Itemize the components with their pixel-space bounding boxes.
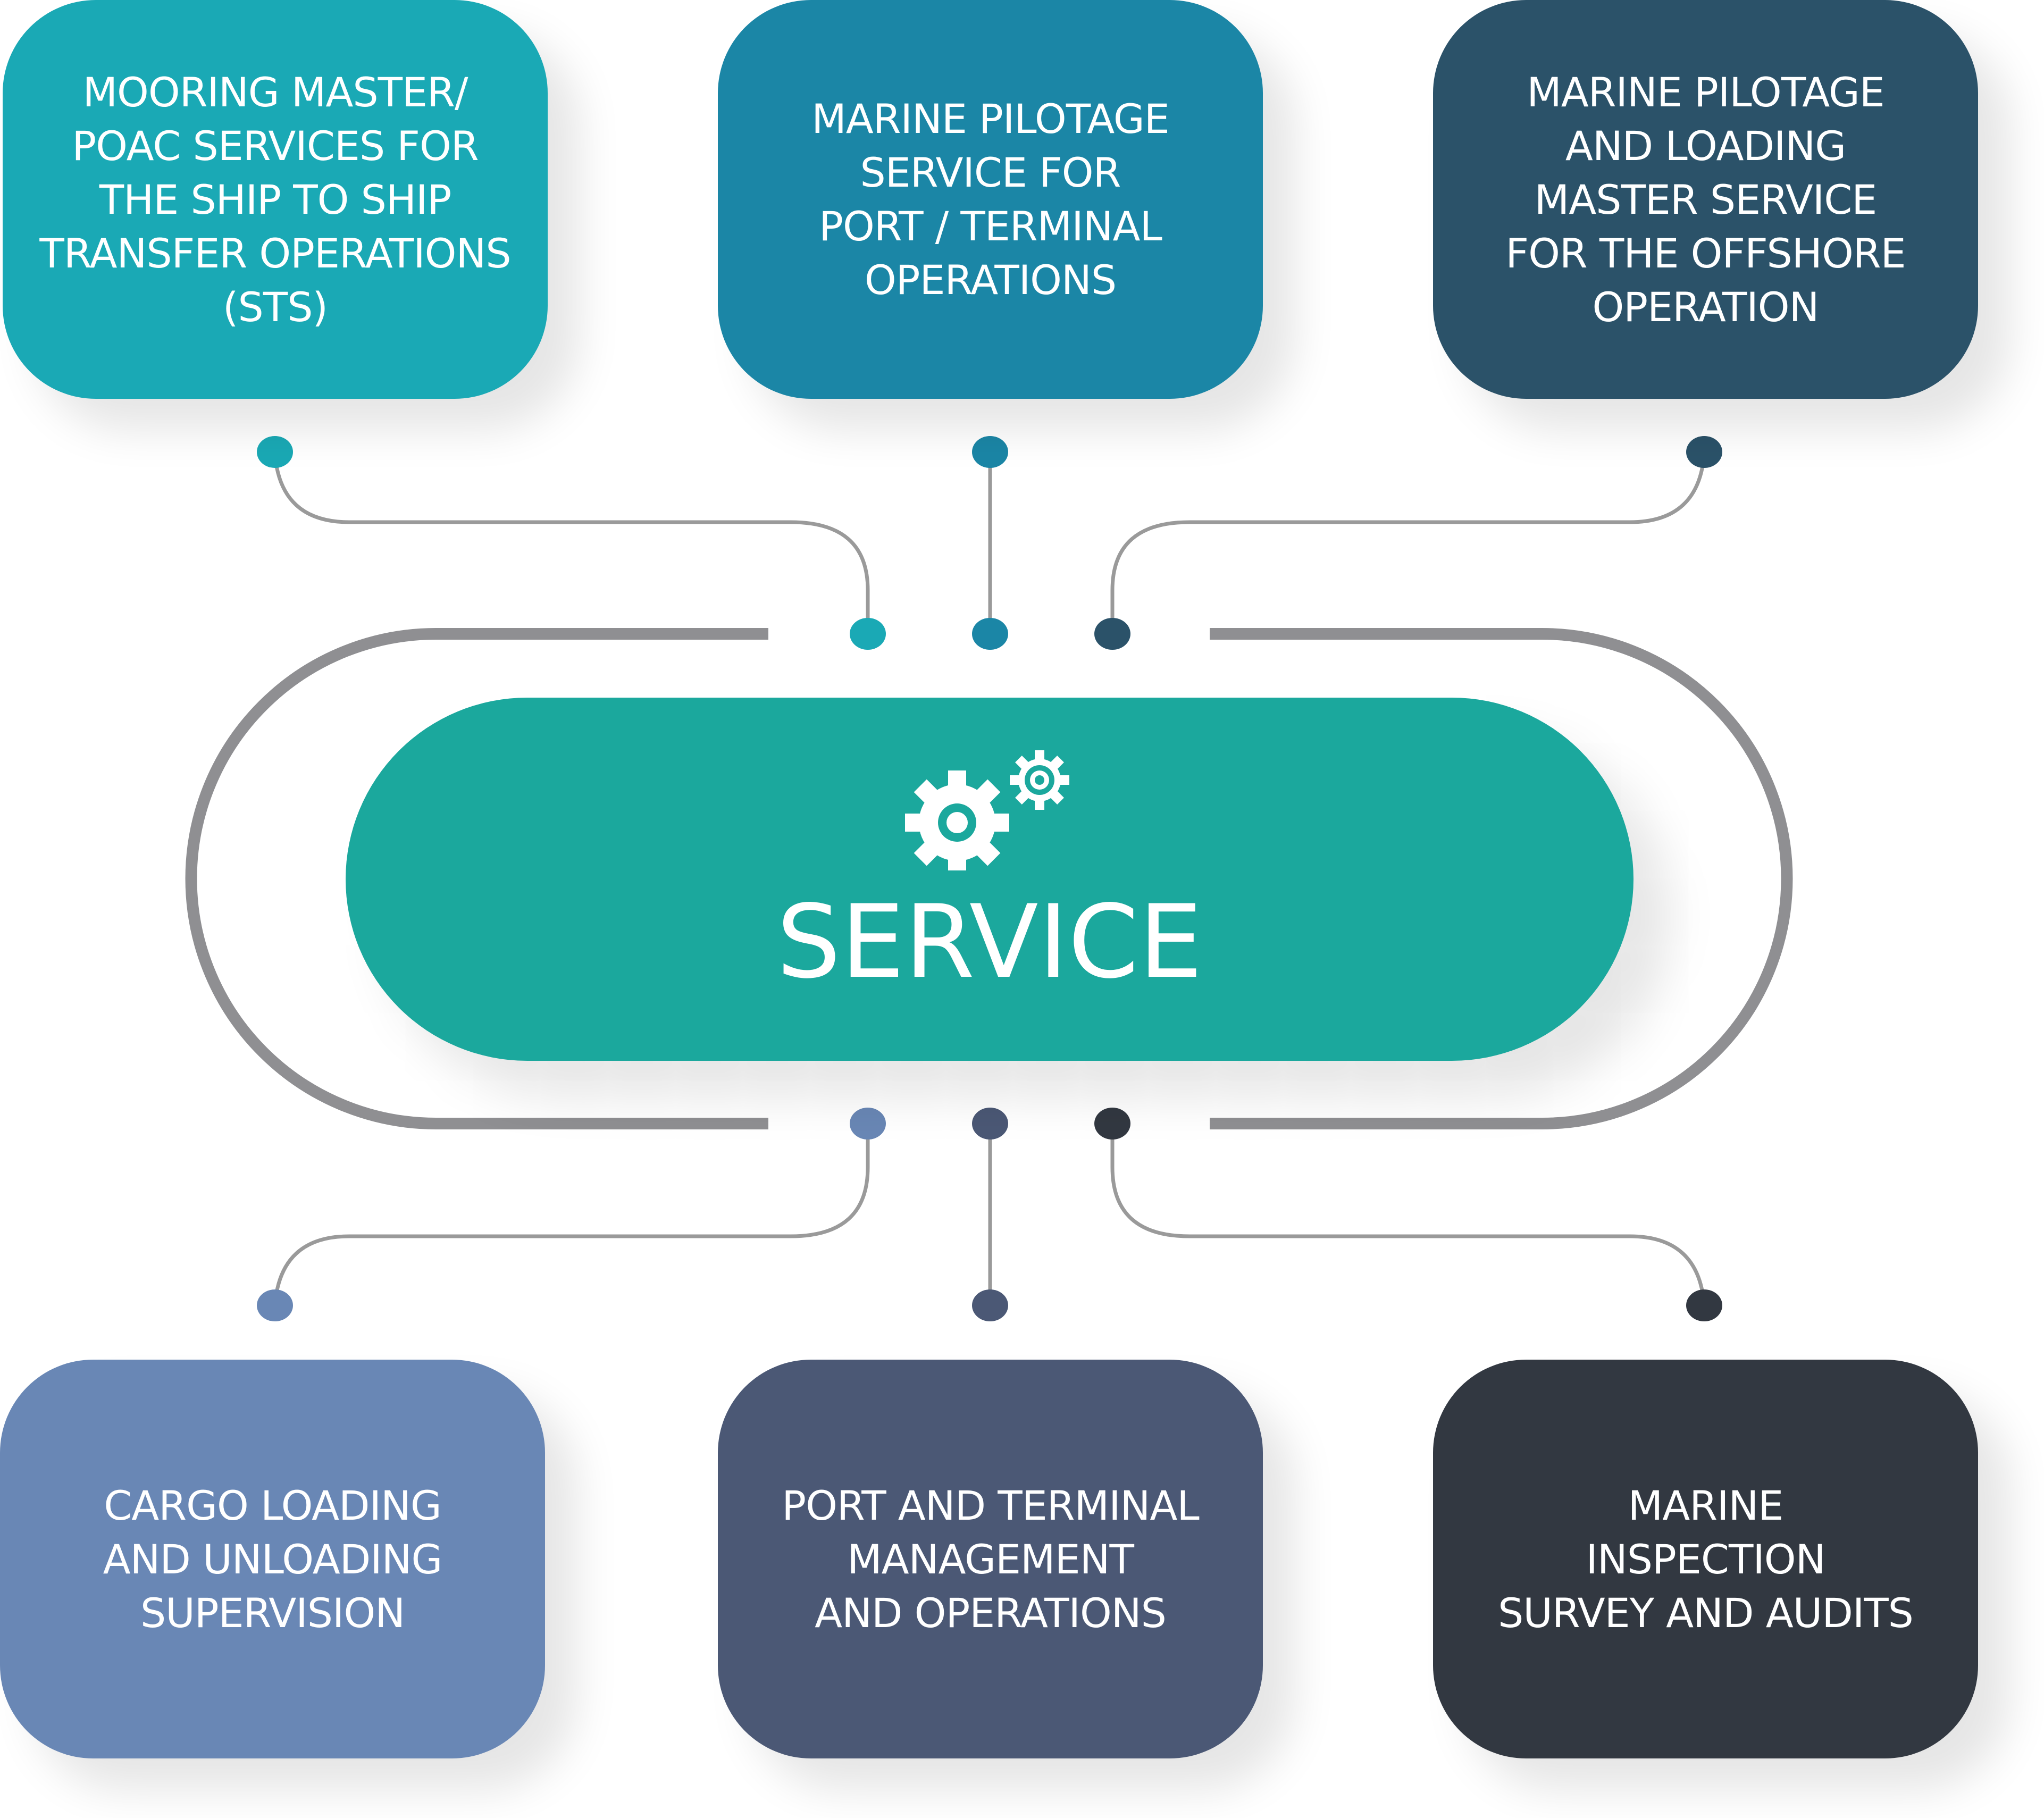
service-card-label: MARINE PILOTAGE AND LOADING MASTER SERVI…	[1505, 68, 1906, 331]
service-card-label: MARINE INSPECTION SURVEY AND AUDITS	[1498, 1481, 1914, 1637]
dot-card-3	[1686, 436, 1722, 468]
service-card-label: PORT AND TERMINAL MANAGEMENT AND OPERATI…	[782, 1481, 1199, 1637]
service-card-inspection: MARINE INSPECTION SURVEY AND AUDITS	[1433, 1360, 1978, 1758]
dot-loop-top-3	[1094, 618, 1130, 650]
service-card-label: MARINE PILOTAGE SERVICE FOR PORT / TERMI…	[811, 95, 1170, 304]
dot-loop-bottom-3	[1094, 1108, 1130, 1140]
dot-card-6	[1686, 1289, 1722, 1321]
dot-card-4	[257, 1289, 293, 1321]
connector-bottom-right	[1110, 1124, 1706, 1306]
service-card-label: MOORING MASTER/ POAC SERVICES FOR THE SH…	[39, 68, 511, 331]
service-card-sts: MOORING MASTER/ POAC SERVICES FOR THE SH…	[3, 0, 548, 399]
connector-top-left	[273, 453, 870, 634]
service-card-terminal-management: PORT AND TERMINAL MANAGEMENT AND OPERATI…	[718, 1360, 1263, 1758]
dot-loop-top-2	[972, 618, 1008, 650]
dot-loop-top-1	[850, 618, 886, 650]
dot-loop-bottom-2	[972, 1108, 1008, 1140]
service-card-pilotage-port: MARINE PILOTAGE SERVICE FOR PORT / TERMI…	[718, 0, 1263, 399]
outer-loop-left	[185, 628, 768, 1129]
gears-icon	[905, 750, 1069, 870]
outer-loop-right	[1210, 628, 1793, 1129]
dot-card-2	[972, 436, 1008, 468]
service-card-cargo: CARGO LOADING AND UNLOADING SUPERVISION	[0, 1360, 545, 1758]
connector-top-right	[1110, 453, 1706, 634]
service-hub: SERVICE	[346, 698, 1633, 1061]
dot-card-1	[257, 436, 293, 468]
service-card-pilotage-offshore: MARINE PILOTAGE AND LOADING MASTER SERVI…	[1433, 0, 1978, 399]
connector-bottom-left	[273, 1124, 870, 1306]
dot-loop-bottom-1	[850, 1108, 886, 1140]
service-title: SERVICE	[776, 883, 1203, 1001]
dot-card-5	[972, 1289, 1008, 1321]
service-card-label: CARGO LOADING AND UNLOADING SUPERVISION	[103, 1481, 443, 1637]
